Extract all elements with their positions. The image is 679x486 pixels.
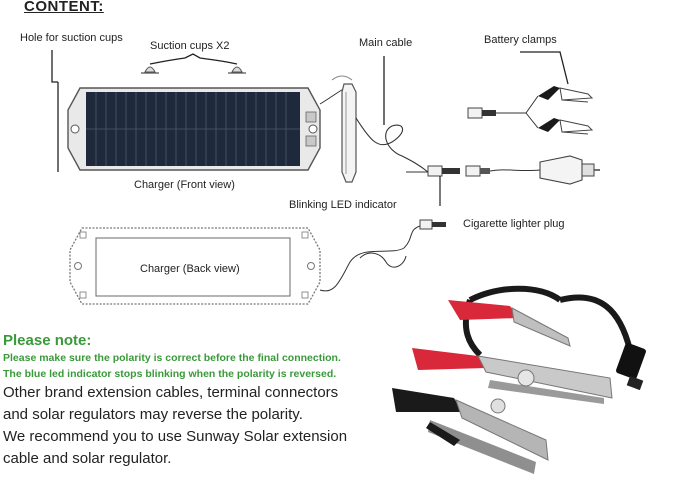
note-line-1: Please make sure the polarity is correct… — [3, 352, 341, 364]
note-line-2: The blue led indicator stops blinking wh… — [3, 368, 337, 380]
battery-clamps-label: Battery clamps — [484, 34, 557, 46]
led-indicator-label: Blinking LED indicator — [289, 199, 397, 211]
front-view-label: Charger (Front view) — [134, 179, 235, 191]
suction-hole-label: Hole for suction cups — [20, 32, 123, 44]
back-view-label: Charger (Back view) — [140, 263, 240, 275]
body-line-2: and solar regulators may reverse the pol… — [3, 406, 303, 423]
content-heading: CONTENT: — [24, 0, 104, 15]
body-line-4: cable and solar regulator. — [3, 450, 172, 467]
body-line-3: We recommend you to use Sunway Solar ext… — [3, 428, 348, 445]
charger-side-view — [331, 75, 357, 183]
sae-connector — [406, 165, 541, 177]
suction-cups-label: Suction cups X2 — [150, 40, 230, 52]
note-title: Please note: — [3, 332, 92, 349]
suction-cups — [141, 53, 246, 74]
cigarette-lighter-plug-drawing — [539, 155, 600, 185]
battery-clamps-photo — [392, 285, 646, 474]
charger-back-view — [69, 227, 405, 305]
charger-front-view — [67, 87, 346, 171]
body-line-1: Other brand extension cables, terminal c… — [3, 384, 339, 401]
suction-hole-right — [308, 124, 318, 134]
battery-clamps-drawing — [467, 86, 594, 135]
main-cable-label: Main cable — [359, 37, 413, 49]
lighter-plug-label: Cigarette lighter plug — [463, 218, 565, 230]
suction-hole-left — [70, 124, 80, 134]
